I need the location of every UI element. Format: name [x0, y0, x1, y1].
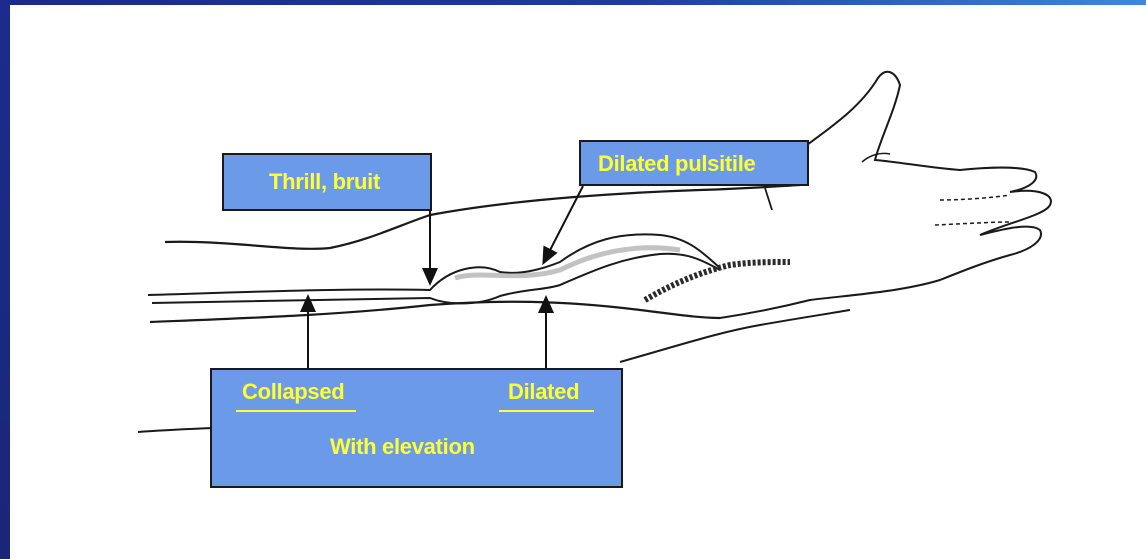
with-elevation-box: Collapsed Dilated With elevation: [210, 368, 623, 488]
dilated-underline: [499, 410, 594, 412]
with-elevation-label: With elevation: [330, 436, 475, 458]
thrill-bruit-box: Thrill, bruit: [222, 153, 432, 211]
thrill-bruit-label: Thrill, bruit: [269, 171, 380, 193]
finger-line-1: [940, 195, 1010, 200]
forearm-bottom-outline: [620, 310, 850, 362]
vein-shading: [455, 248, 680, 278]
collapsed-underline: [236, 410, 356, 412]
forearm-upper-tick: [765, 188, 772, 210]
hand-outline: [720, 72, 1051, 318]
dilated-pulsitile-label: Dilated pulsitile: [598, 153, 755, 175]
forearm-lower-outline: [150, 302, 720, 322]
collapsed-label: Collapsed: [242, 381, 344, 403]
vein-lower-line: [152, 254, 720, 304]
arm-end-stub: [138, 428, 212, 432]
dilated-label: Dilated: [508, 381, 579, 403]
dilated-pulsitile-box: Dilated pulsitile: [579, 140, 809, 186]
finger-line-2: [935, 222, 1010, 225]
